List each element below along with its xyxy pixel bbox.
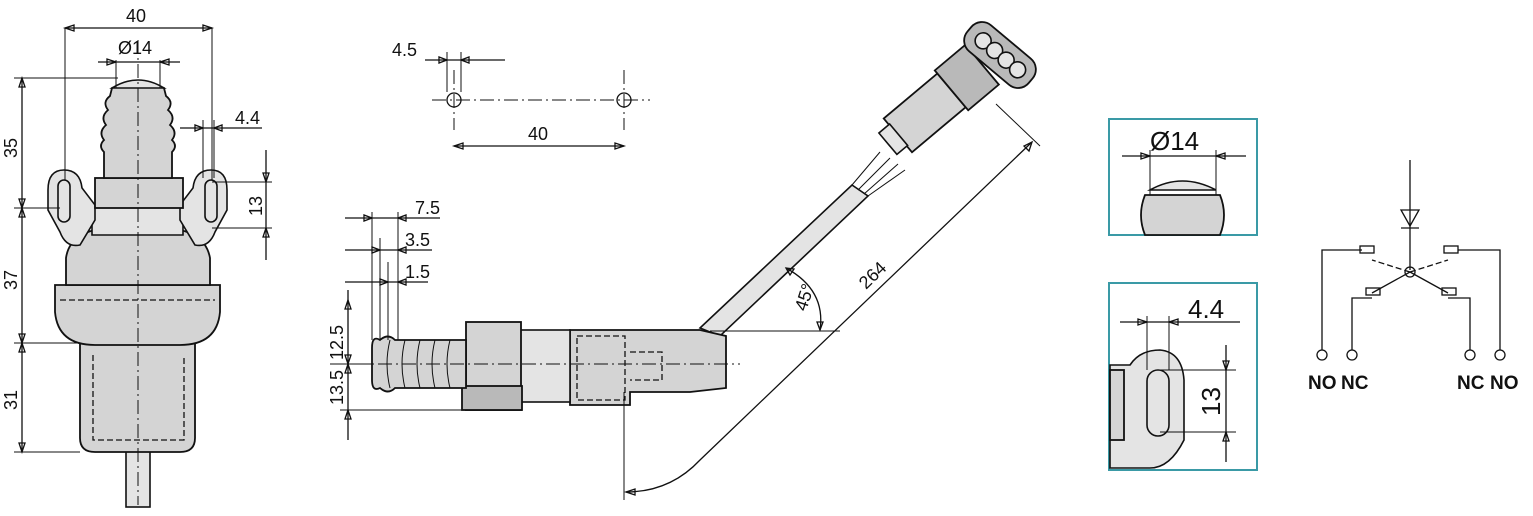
front-dim-13: 13 <box>246 196 266 216</box>
terminal-nc-left <box>1346 349 1358 361</box>
side-dim-1-5: 1.5 <box>405 262 430 282</box>
side-nut <box>517 329 571 403</box>
front-lower-body <box>79 342 196 453</box>
side-dim-264-arc <box>625 141 1033 493</box>
side-dim-7-5: 7.5 <box>415 198 440 218</box>
side-dim-13-5: 13.5 <box>327 370 347 405</box>
terminal-no-left <box>1316 349 1328 361</box>
connector-face <box>963 21 1037 89</box>
detail-top-dia: Ø14 <box>1150 126 1199 156</box>
front-dim-4-4: 4.4 <box>235 108 260 128</box>
side-cable <box>698 183 870 337</box>
terminal-nc-right <box>1464 349 1476 361</box>
side-dim-3-5: 3.5 <box>405 230 430 250</box>
side-view: 45° 264 7.5 3.5 1.5 12.5 13.5 <box>327 21 1041 500</box>
side-dim-45: 45° <box>791 281 818 313</box>
detail-bottom-4-4: 4.4 <box>1188 294 1224 324</box>
connector <box>877 43 1001 156</box>
front-left-slot <box>57 179 71 223</box>
front-dim-31: 31 <box>1 390 21 410</box>
hole-dim-4-5: 4.5 <box>392 40 417 60</box>
side-bellows <box>371 335 467 393</box>
front-lower-hidden <box>92 355 185 441</box>
hole-left <box>446 92 462 108</box>
front-dim-37: 37 <box>1 270 21 290</box>
label-nc-right: NC <box>1457 373 1485 394</box>
switch-schematic: NO NC NC NO <box>1308 160 1519 394</box>
front-right-slot <box>204 179 218 223</box>
side-dim-12-5: 12.5 <box>327 325 347 360</box>
hole-pattern: 4.5 40 <box>392 40 650 150</box>
hole-dim-40: 40 <box>528 124 548 144</box>
label-nc-left: NC <box>1341 373 1369 394</box>
side-housing <box>569 329 727 406</box>
front-nut <box>94 177 184 209</box>
detail-top: Ø14 <box>1108 118 1258 236</box>
schematic-actuator-arrow <box>1399 209 1421 228</box>
label-no-left: NO <box>1308 373 1337 394</box>
hole-right <box>616 92 632 108</box>
front-dim-35: 35 <box>1 138 21 158</box>
front-dim-dia: Ø14 <box>118 38 152 58</box>
label-no-right: NO <box>1490 373 1519 394</box>
detail-bottom-13: 13 <box>1196 387 1226 416</box>
terminal-no-right <box>1494 349 1506 361</box>
side-dim-264: 264 <box>855 258 891 293</box>
front-dim-40: 40 <box>126 6 146 26</box>
front-view: 40 Ø14 4.4 13 35 37 31 <box>1 6 272 508</box>
detail-bottom: 4.4 13 <box>1108 282 1258 471</box>
